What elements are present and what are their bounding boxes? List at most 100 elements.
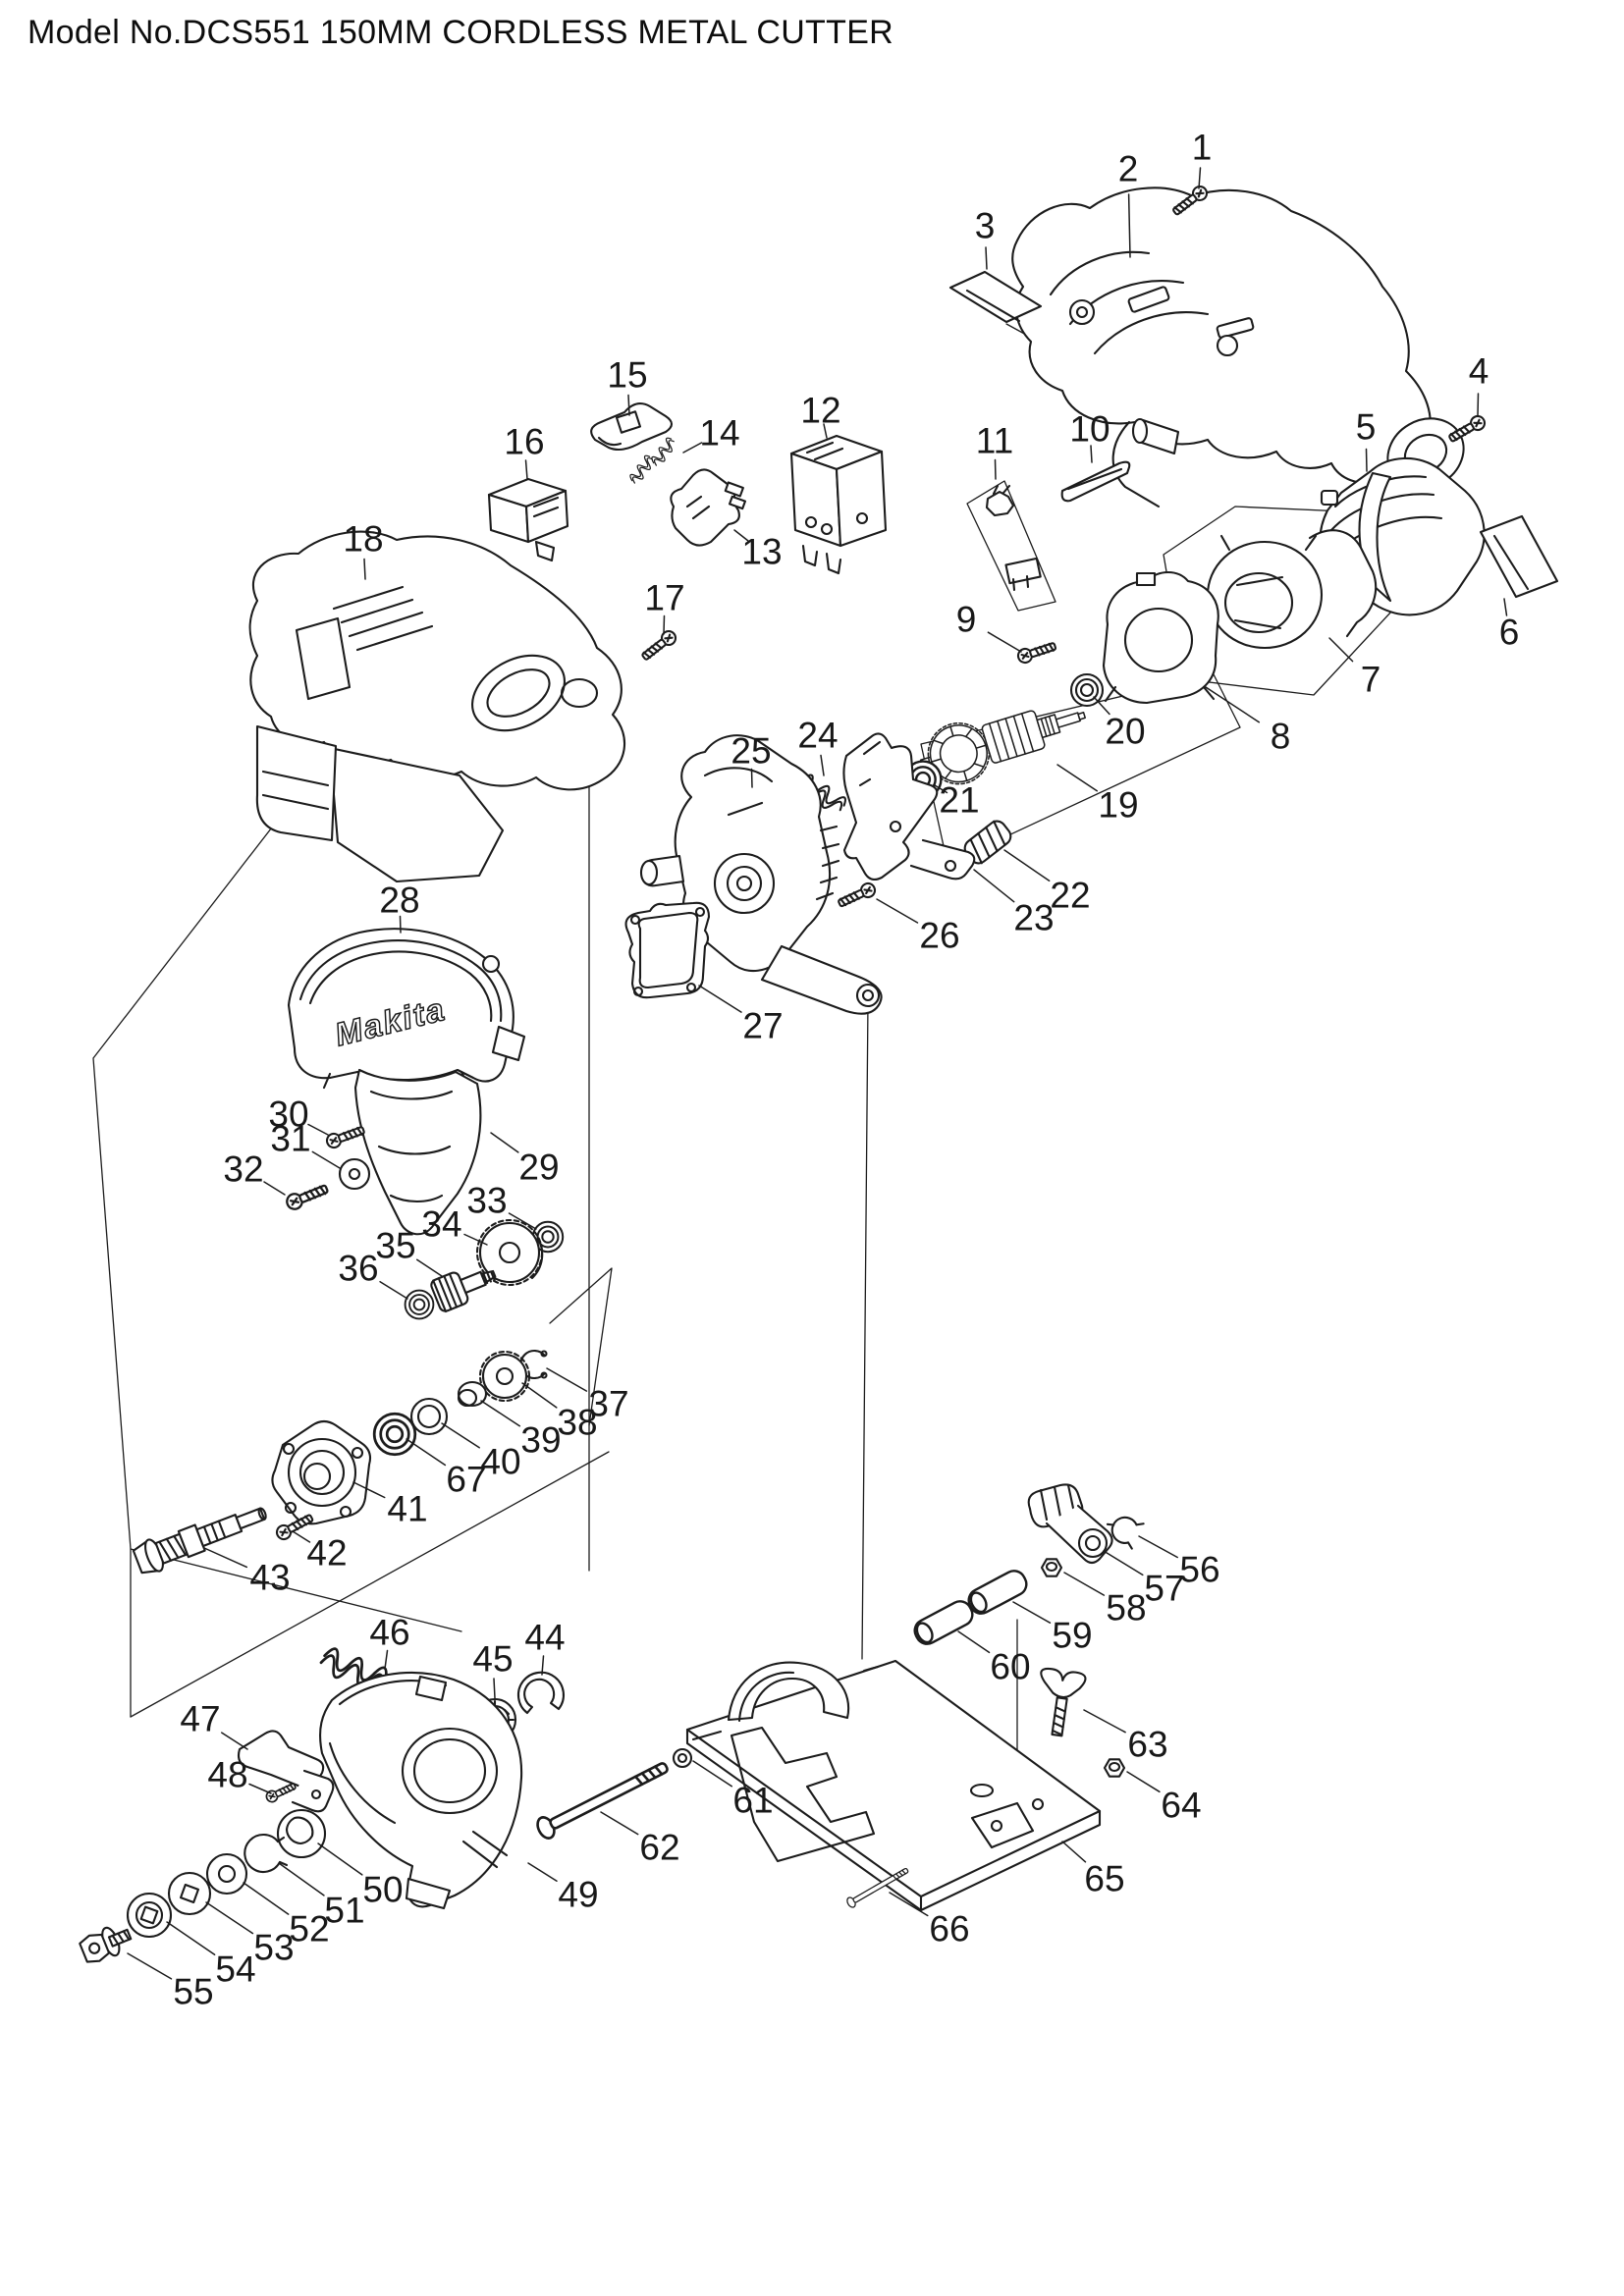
- part-61-leader-line: [692, 1760, 733, 1788]
- part-15-label: 15: [607, 355, 647, 396]
- part-4-label: 4: [1469, 351, 1489, 392]
- part-22-leader-line: [1003, 849, 1051, 882]
- part-58-nut: [1040, 1558, 1063, 1577]
- part-9-leader-line: [987, 631, 1022, 653]
- part-7-field-stator: [1206, 529, 1378, 650]
- part-42-leader-line: [292, 1530, 311, 1543]
- part-29-cover: [353, 1068, 482, 1236]
- part-41-bearing-box: [271, 1419, 372, 1525]
- part-36-label: 36: [338, 1249, 378, 1289]
- part-66-bolt: [844, 1864, 911, 1910]
- part-13-switch-bracket: [670, 468, 746, 547]
- part-38-leader-line: [521, 1382, 558, 1409]
- part-45-label: 45: [472, 1639, 513, 1680]
- part-62-leader-line: [600, 1811, 639, 1836]
- part-40-leader-line: [441, 1422, 480, 1449]
- part-6-label: 6: [1499, 613, 1520, 653]
- part-31-leader-line: [311, 1150, 341, 1169]
- part-17-screw: [638, 627, 679, 665]
- part-45-leader-line: [493, 1678, 496, 1699]
- part-28-label: 28: [379, 881, 419, 921]
- part-42-label: 42: [306, 1533, 347, 1574]
- part-47-label: 47: [180, 1699, 220, 1739]
- part-65-leader-line: [1061, 1841, 1087, 1863]
- part-7-label: 7: [1361, 660, 1381, 700]
- part-61-label: 61: [732, 1781, 773, 1821]
- part-15-lock-off-button: [590, 402, 674, 452]
- part-10-label: 10: [1069, 409, 1110, 450]
- part-32-label: 32: [223, 1149, 263, 1190]
- part-50-label: 50: [362, 1870, 403, 1910]
- part-58-label: 58: [1106, 1588, 1146, 1629]
- part-2-leader-line: [1127, 193, 1131, 258]
- part-25-label: 25: [731, 731, 771, 772]
- part-39-label: 39: [520, 1420, 561, 1461]
- part-4-leader-line: [1477, 393, 1480, 417]
- part-16-switch-block: [487, 477, 569, 562]
- part-52-label: 52: [289, 1909, 329, 1949]
- part-34-leader-line: [463, 1233, 488, 1246]
- part-28-blade-case: Makita: [287, 928, 526, 1090]
- part-59-label: 59: [1052, 1616, 1092, 1656]
- part-26-screw: [835, 880, 879, 911]
- part-30-leader-line: [307, 1123, 329, 1136]
- part-41-label: 41: [387, 1489, 427, 1529]
- part-58-leader-line: [1063, 1572, 1106, 1596]
- part-36-ball-bearing: [404, 1289, 435, 1320]
- part-64-label: 64: [1161, 1786, 1201, 1826]
- part-30-label: 30: [268, 1095, 308, 1135]
- part-39-bushing: [457, 1380, 488, 1408]
- part-52-leader-line: [243, 1882, 290, 1915]
- part-2-label: 2: [1118, 149, 1139, 189]
- part-39-leader-line: [480, 1400, 521, 1427]
- part-11-small-parts: [985, 484, 1042, 592]
- part-16-leader-line: [524, 459, 528, 480]
- part-25-gear-housing: [639, 734, 883, 1015]
- part-41-leader-line: [352, 1481, 386, 1499]
- part-22-label: 22: [1050, 876, 1090, 916]
- part-60-label: 60: [990, 1647, 1030, 1687]
- part-48-label: 48: [207, 1755, 247, 1795]
- part-14-leader-line: [682, 442, 703, 454]
- part-37-label: 37: [588, 1384, 628, 1424]
- part-13-leader-line: [733, 529, 749, 542]
- part-43-label: 43: [249, 1558, 290, 1598]
- part-49-label: 49: [558, 1875, 598, 1915]
- part-18-label: 18: [343, 519, 383, 560]
- part-35-pinion-shaft: [430, 1269, 497, 1313]
- part-56-leader-line: [1138, 1535, 1178, 1559]
- part-43-leader-line: [203, 1547, 248, 1569]
- part-5-label: 5: [1356, 407, 1377, 448]
- part-12-leader-line: [823, 423, 828, 439]
- part-53-inner-flange: [167, 1871, 212, 1916]
- part-3-label-sticker: [948, 270, 1043, 324]
- part-60-pipe: [909, 1596, 978, 1649]
- part-33-leader-line: [508, 1212, 537, 1230]
- part-46-label: 46: [369, 1613, 409, 1653]
- part-1-leader-line: [1198, 167, 1202, 189]
- part-40-seal-ring: [409, 1397, 449, 1436]
- part-44-leader-line: [541, 1655, 545, 1676]
- part-53-label: 53: [253, 1928, 294, 1968]
- part-55-hex-bolt: [79, 1926, 133, 1963]
- part-5-leader-line: [1365, 448, 1368, 472]
- part-60-leader-line: [957, 1630, 991, 1654]
- part-20-leader-line: [1093, 696, 1110, 716]
- part-31-spacer: [338, 1157, 371, 1191]
- part-63-leader-line: [1083, 1709, 1126, 1734]
- part-21-leader-line: [934, 784, 948, 794]
- part-12-label: 12: [800, 391, 840, 431]
- part-14-label: 14: [699, 413, 739, 454]
- part-11-label: 11: [976, 421, 1013, 461]
- part-47-leader-line: [221, 1732, 248, 1750]
- part-26-label: 26: [919, 916, 959, 956]
- part-54-outer-flange: [126, 1892, 173, 1939]
- part-59-pipe: [963, 1566, 1032, 1619]
- part-36-leader-line: [379, 1280, 408, 1300]
- part-49-leader-line: [527, 1862, 558, 1882]
- part-54-leader-line: [166, 1921, 216, 1956]
- part-67-ball-bearing: [372, 1412, 417, 1457]
- part-15-leader-line: [627, 394, 630, 416]
